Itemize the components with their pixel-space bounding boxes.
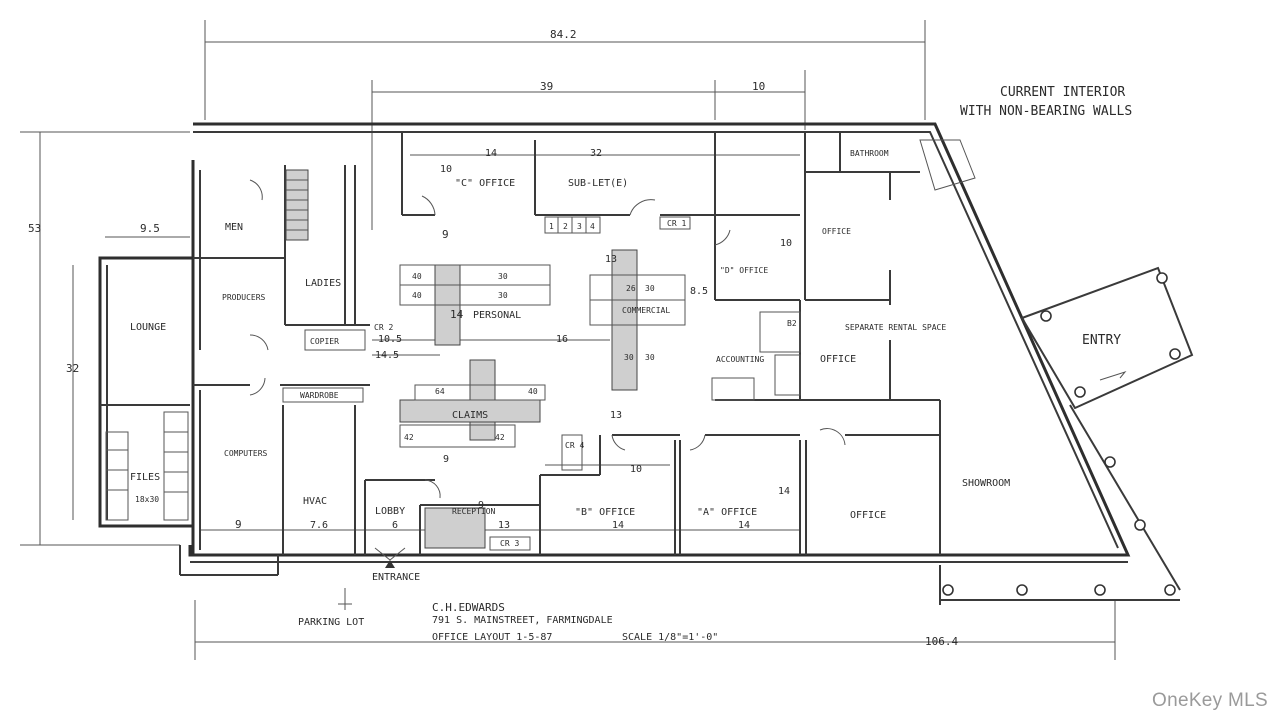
dim-lounge-width: 9.5: [140, 222, 160, 235]
left-wing: [98, 256, 195, 528]
desk-personal-3: 40: [412, 291, 422, 300]
desk-commercial-3: 30: [624, 353, 634, 362]
dim-left-height: 53: [28, 222, 41, 235]
room-files-note: 18x30: [135, 495, 159, 504]
desk-commercial-4: 30: [645, 353, 655, 362]
room-separate-rental: SEPARATE RENTAL SPACE: [845, 323, 946, 332]
room-sublet: SUB-LET(E): [568, 178, 628, 189]
room-cr3: CR 3: [500, 539, 519, 548]
dim-overall-top: 84.2: [550, 28, 577, 41]
room-files: FILES: [130, 472, 160, 483]
note-line-1: CURRENT INTERIOR: [1000, 85, 1125, 100]
right-offices: [711, 132, 976, 555]
room-b-office: "B" OFFICE: [575, 507, 635, 518]
desk-claims-1: 64: [435, 387, 445, 396]
desk-personal-1: 40: [412, 272, 422, 281]
room-showroom: SHOWROOM: [962, 478, 1010, 489]
cabinet-2: 2: [563, 222, 568, 231]
dim-lobby-width: 6: [392, 520, 398, 531]
restroom-block: [191, 160, 370, 355]
workstations: [399, 249, 686, 448]
dim-b-office-width: 14: [612, 520, 624, 531]
dim-commercial-width: 8.5: [690, 286, 708, 297]
top-offices: [401, 132, 806, 300]
desk-claims-2: 40: [528, 387, 538, 396]
parking-label: PARKING LOT: [298, 617, 364, 628]
dim-lounge-height: 32: [66, 362, 79, 375]
dim-hvac-width: 7.6: [310, 520, 328, 531]
room-entry: ENTRY: [1082, 333, 1121, 348]
room-cr1: CR 1: [667, 219, 686, 228]
room-bathroom: BATHROOM: [850, 149, 889, 158]
dim-b-office-depth: 10: [630, 464, 642, 475]
lower-offices: [539, 428, 940, 555]
room-claims: CLAIMS: [452, 410, 488, 421]
dim-lobby-depth: 9: [443, 454, 449, 465]
room-hvac: HVAC: [303, 496, 327, 507]
room-office-lower: OFFICE: [850, 510, 886, 521]
entrance-label: ENTRANCE: [372, 572, 420, 583]
watermark-text: OneKey MLS: [1152, 690, 1268, 711]
desk-claims-3: 42: [404, 433, 414, 442]
dim-corridor: 16: [556, 334, 568, 345]
desk-commercial-2: 30: [645, 284, 655, 293]
dim-c-office-width: 14: [485, 148, 497, 159]
dim-computers-width: 9: [235, 518, 242, 531]
dim-commercial-depth: 13: [605, 254, 617, 265]
cabinet-3: 3: [577, 222, 582, 231]
entry-vestibule: [939, 266, 1194, 605]
room-copier: COPIER: [310, 337, 339, 346]
room-lobby: LOBBY: [375, 506, 405, 517]
room-c-office: "C" OFFICE: [455, 178, 515, 189]
cabinet-4: 4: [590, 222, 595, 231]
dim-a-office-width: 14: [738, 520, 750, 531]
desk-personal-4: 30: [498, 291, 508, 300]
cabinet-1: 1: [549, 222, 554, 231]
room-personal: PERSONAL: [473, 310, 521, 321]
room-computers: COMPUTERS: [224, 449, 268, 458]
room-accounting: ACCOUNTING: [716, 355, 764, 364]
room-men: MEN: [225, 222, 243, 233]
dim-mid-top: 39: [540, 80, 553, 93]
title-scale: SCALE 1/8"=1'-0": [622, 632, 718, 643]
room-lounge: LOUNGE: [130, 322, 166, 333]
room-reception: RECEPTION: [452, 507, 496, 516]
title-name: C.H.EDWARDS: [432, 601, 505, 614]
desk-personal-2: 30: [498, 272, 508, 281]
dim-right-top: 10: [752, 80, 765, 93]
dim-sublet-width: 32: [590, 148, 602, 159]
lower-left-rooms: [191, 377, 540, 555]
desk-claims-4: 42: [495, 433, 505, 442]
room-wardrobe: WARDROBE: [300, 391, 339, 400]
room-commercial: COMMERCIAL: [622, 306, 670, 315]
dim-c-office-depth: 10: [440, 164, 452, 175]
room-cr2: CR 2: [374, 323, 393, 332]
dim-ladies-w2: 14.5: [375, 350, 399, 361]
desk-accounting: B2: [787, 319, 797, 328]
dim-a-office-depth: 14: [778, 486, 790, 497]
dim-ladies-w1: 10.5: [378, 334, 402, 345]
dim-reception-width: 13: [498, 520, 510, 531]
dim-overall-bottom: 106.4: [925, 635, 958, 648]
note-line-2: WITH NON-BEARING WALLS: [960, 104, 1132, 119]
entrance-markers: [338, 547, 406, 610]
dimension-lines: [20, 20, 1116, 660]
room-office-mid: OFFICE: [820, 354, 856, 365]
dim-claims-depth: 13: [610, 410, 622, 421]
room-d-office: "D" OFFICE: [720, 266, 768, 275]
exterior-walls: [179, 122, 1131, 576]
dim-d-office-depth: 10: [780, 238, 792, 249]
room-producers: PRODUCERS: [222, 293, 266, 302]
desk-commercial-1: 26: [626, 284, 636, 293]
dim-personal-b: 14: [450, 308, 464, 321]
dim-personal-a: 9: [442, 228, 449, 241]
room-ladies: LADIES: [305, 278, 341, 289]
dim-reception-depth: 9: [478, 500, 484, 511]
title-address: 791 S. MAINSTREET, FARMINGDALE: [432, 615, 613, 626]
room-a-office: "A" OFFICE: [697, 507, 757, 518]
room-office-upper: OFFICE: [822, 227, 851, 236]
title-layout: OFFICE LAYOUT 1-5-87: [432, 632, 552, 643]
room-cr4: CR 4: [565, 441, 584, 450]
